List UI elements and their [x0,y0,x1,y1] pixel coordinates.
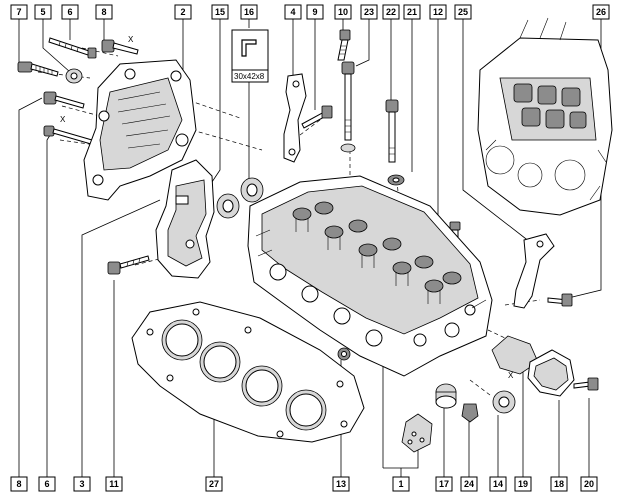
svg-text:20: 20 [584,479,594,489]
svg-text:X: X [128,35,134,44]
svg-text:8: 8 [101,7,106,17]
svg-text:8: 8 [16,479,21,489]
callout-bottom-11: 11 [105,476,123,492]
callout-6: 6 [61,4,79,20]
svg-text:22: 22 [386,7,396,17]
callout-22: 22 [382,4,400,20]
part-11-bolt [107,255,150,275]
svg-text:1: 1 [398,479,403,489]
svg-text:5: 5 [40,7,45,17]
callout-12: 12 [429,4,447,20]
part-21-washer [387,174,405,186]
svg-text:16: 16 [244,7,254,17]
svg-text:19: 19 [518,479,528,489]
svg-text:4: 4 [290,7,295,17]
callout-bottom-17: 17 [435,476,453,492]
part-10-bolt [337,29,351,61]
callout-25: 25 [454,4,472,20]
svg-text:30x42x8: 30x42x8 [234,72,265,81]
callout-26: 26 [592,4,610,20]
callout-2: 2 [174,4,192,20]
callout-23: 23 [360,4,378,20]
callout-4: 4 [284,4,302,20]
part-24-plug [461,403,479,423]
part-17-cap [435,383,457,409]
callout-bottom-3: 3 [73,476,91,492]
callout-bottom-27: 27 [205,476,223,492]
callout-bottom-24: 24 [460,476,478,492]
callouts-top: 7 5 6 8 2 15 16 4 9 10 23 22 21 12 25 26 [10,4,610,20]
svg-text:X: X [508,371,514,380]
part-27-head-gasket [131,301,365,443]
svg-text:25: 25 [458,7,468,17]
callout-15: 15 [211,4,229,20]
svg-text:17: 17 [439,479,449,489]
svg-text:X: X [60,115,66,124]
part-26-bolt [547,293,573,307]
part-18-cover [527,349,575,397]
svg-text:9: 9 [312,7,317,17]
part-8-bolt-lower: X [43,91,85,124]
callout-bottom-20: 20 [580,476,598,492]
svg-text:14: 14 [493,479,503,489]
callout-5: 5 [34,4,52,20]
callout-bottom-18: 18 [550,476,568,492]
part-13-plug [337,347,351,361]
part-5-spacer [65,68,83,84]
part-1-cylinder-head [247,175,493,377]
callout-16: 16 [240,4,258,20]
callouts-bottom: 8 6 3 11 27 13 1 17 24 14 19 18 20 [10,476,598,492]
callout-bottom-6: 6 [38,476,56,492]
part-25-bracket [513,233,555,309]
part-22-bolt [385,99,399,163]
callout-10: 10 [334,4,352,20]
part-4-lifting-bracket [283,73,307,163]
svg-text:3: 3 [79,479,84,489]
part-6-bolt-top [48,37,97,59]
svg-text:24: 24 [464,479,474,489]
svg-text:21: 21 [407,7,417,17]
svg-text:13: 13 [336,479,346,489]
callout-bottom-14: 14 [489,476,507,492]
svg-text:27: 27 [209,479,219,489]
callout-21: 21 [403,4,421,20]
engine-inset-illustration [477,17,613,216]
svg-text:7: 7 [16,7,21,17]
part-20-bolt [573,377,599,391]
callout-7: 7 [10,4,28,20]
part-6-bolt-lower [43,125,93,145]
callout-bottom-8: 8 [10,476,28,492]
svg-text:23: 23 [364,7,374,17]
part-15-camshaft-seals [216,177,264,219]
svg-text:26: 26 [596,7,606,17]
svg-text:6: 6 [44,479,49,489]
part-14-seal: X [492,371,516,414]
part-9-bolt [301,105,333,129]
svg-text:15: 15 [215,7,225,17]
svg-text:6: 6 [67,7,72,17]
svg-text:10: 10 [338,7,348,17]
svg-text:11: 11 [109,479,119,489]
callout-bottom-19: 19 [514,476,532,492]
callout-bottom-13: 13 [332,476,350,492]
callout-9: 9 [306,4,324,20]
svg-text:2: 2 [180,7,185,17]
callout-bottom-1: 1 [392,476,410,492]
valve-springs [292,201,462,304]
part-16-seal-inset: 30x42x8 [231,29,269,83]
part-7-bolt [17,61,59,77]
svg-text:12: 12 [433,7,443,17]
svg-text:18: 18 [554,479,564,489]
callout-8: 8 [95,4,113,20]
part-2-mount-bracket [83,59,197,201]
part-3-bracket [155,159,215,279]
part-8-bolt-top: X [101,35,139,55]
part-23-head-bolt [340,61,356,153]
part-1-parts-bag [401,413,433,453]
